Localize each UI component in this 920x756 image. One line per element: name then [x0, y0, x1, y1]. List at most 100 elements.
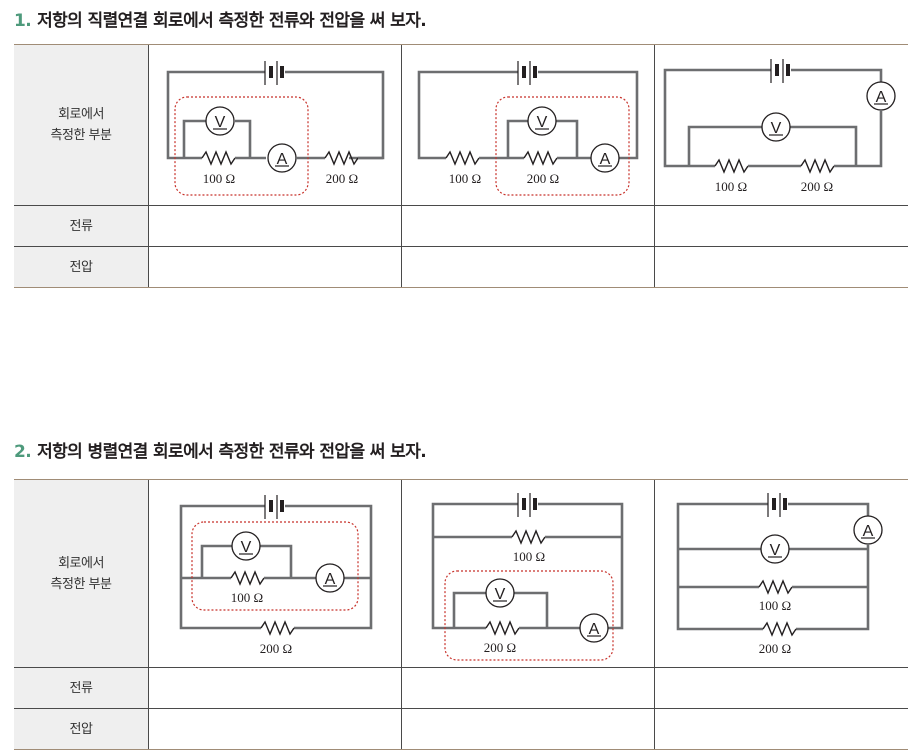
svg-text:V: V	[770, 542, 781, 559]
battery-icon	[166, 61, 385, 160]
circuit-1-2: V A 100 Ω 200 Ω	[402, 45, 655, 205]
current-header: 전류	[14, 206, 149, 246]
circuit-2-3: A V 100 Ω 200 Ω	[655, 480, 908, 667]
current-answer-2-2[interactable]	[402, 668, 655, 708]
section-1-text: 저항의 직렬연결 회로에서 측정한 전류와 전압을 써 보자.	[37, 11, 427, 31]
svg-text:200 Ω: 200 Ω	[260, 641, 292, 656]
circuit-2-2: V A 100 Ω 200 Ω	[402, 480, 655, 667]
svg-text:100 Ω: 100 Ω	[715, 179, 747, 194]
header-line-2: 측정한 부분	[50, 128, 112, 143]
ammeter-icon: A	[579, 613, 609, 643]
voltage-answer-1-1[interactable]	[149, 247, 402, 287]
svg-text:100 Ω: 100 Ω	[231, 590, 263, 605]
series-circuit-diagram: V A 100 Ω 200 Ω	[417, 61, 639, 196]
circuit-1-1: V A 100 Ω 200 Ω	[149, 45, 402, 205]
section-1-number: 1.	[14, 11, 32, 31]
voltage-answer-1-2[interactable]	[402, 247, 655, 287]
header-line-1: 회로에서	[58, 107, 104, 122]
parallel-circuit-diagram: A V 100 Ω 200 Ω	[676, 493, 883, 656]
measured-region-highlight	[174, 96, 309, 196]
resistor-icon	[445, 150, 480, 166]
voltmeter-icon: V	[485, 578, 515, 608]
voltage-answer-2-1[interactable]	[149, 709, 402, 749]
ammeter-icon: A	[315, 563, 345, 593]
voltage-answer-2-2[interactable]	[402, 709, 655, 749]
ammeter-icon: A	[267, 143, 297, 173]
current-answer-1-3[interactable]	[655, 206, 908, 246]
current-answer-2-3[interactable]	[655, 668, 908, 708]
ammeter-icon: A	[590, 143, 620, 173]
current-row: 전류	[14, 206, 908, 247]
resistor-icon	[762, 621, 797, 637]
svg-text:A: A	[589, 621, 600, 638]
voltage-answer-2-3[interactable]	[655, 709, 908, 749]
resistor-icon	[230, 570, 265, 586]
resistor-icon	[511, 529, 546, 545]
section-2-title: 2.저항의 병렬연결 회로에서 측정한 전류와 전압을 써 보자.	[14, 437, 427, 462]
voltmeter-icon: V	[231, 531, 261, 561]
current-answer-1-2[interactable]	[402, 206, 655, 246]
svg-text:200 Ω: 200 Ω	[527, 171, 559, 186]
svg-text:200 Ω: 200 Ω	[326, 171, 358, 186]
section-2-number: 2.	[14, 442, 32, 462]
svg-text:100 Ω: 100 Ω	[759, 598, 791, 613]
svg-text:100 Ω: 100 Ω	[203, 171, 235, 186]
measured-region-highlight	[191, 521, 359, 611]
current-header: 전류	[14, 668, 149, 708]
ammeter-icon: A	[866, 81, 896, 111]
current-row: 전류	[14, 668, 908, 709]
header-line-2: 측정한 부분	[50, 576, 112, 592]
svg-text:A: A	[277, 151, 288, 168]
voltage-row: 전압	[14, 247, 908, 287]
svg-text:200 Ω: 200 Ω	[759, 641, 791, 656]
section-2-text: 저항의 병렬연결 회로에서 측정한 전류와 전압을 써 보자.	[37, 442, 427, 462]
voltmeter-icon: V	[760, 534, 790, 564]
resistor-icon	[485, 620, 520, 636]
battery-icon	[663, 59, 883, 168]
parallel-circuit-diagram: V A 100 Ω 200 Ω	[431, 493, 624, 661]
series-circuit-diagram: A V 100 Ω 200 Ω	[663, 59, 896, 194]
current-answer-1-1[interactable]	[149, 206, 402, 246]
circuit-2-1: V A 100 Ω 200 Ω	[149, 480, 402, 667]
voltage-header: 전압	[14, 247, 149, 287]
section-1-title: 1.저항의 직렬연결 회로에서 측정한 전류와 전압을 써 보자.	[14, 6, 427, 31]
voltmeter-icon: V	[527, 106, 557, 136]
svg-text:100 Ω: 100 Ω	[449, 171, 481, 186]
resistor-icon	[523, 150, 558, 166]
battery-icon	[676, 493, 870, 631]
svg-text:100 Ω: 100 Ω	[513, 549, 545, 564]
resistor-icon	[800, 158, 835, 174]
voltmeter-icon: V	[761, 112, 791, 142]
battery-icon	[179, 495, 373, 630]
resistor-icon	[758, 579, 793, 595]
svg-text:A: A	[325, 571, 336, 588]
measured-region-highlight	[495, 96, 630, 196]
header-line-1: 회로에서	[58, 555, 104, 571]
ammeter-icon: A	[853, 515, 883, 545]
resistor-icon	[201, 150, 236, 166]
svg-text:V: V	[241, 539, 252, 556]
battery-icon	[417, 61, 639, 160]
svg-text:V: V	[537, 114, 548, 131]
voltage-answer-1-3[interactable]	[655, 247, 908, 287]
svg-text:200 Ω: 200 Ω	[484, 640, 516, 655]
voltage-header: 전압	[14, 709, 149, 749]
svg-text:V: V	[495, 586, 506, 603]
svg-text:V: V	[215, 114, 226, 131]
svg-text:V: V	[771, 120, 782, 137]
resistor-icon	[260, 620, 295, 636]
battery-icon	[431, 493, 624, 630]
resistor-icon	[324, 150, 359, 166]
resistor-icon	[714, 158, 749, 174]
current-answer-2-1[interactable]	[149, 668, 402, 708]
parallel-circuit-diagram: V A 100 Ω 200 Ω	[179, 495, 373, 656]
svg-text:A: A	[863, 523, 874, 540]
voltmeter-icon: V	[205, 106, 235, 136]
voltage-row: 전압	[14, 709, 908, 749]
